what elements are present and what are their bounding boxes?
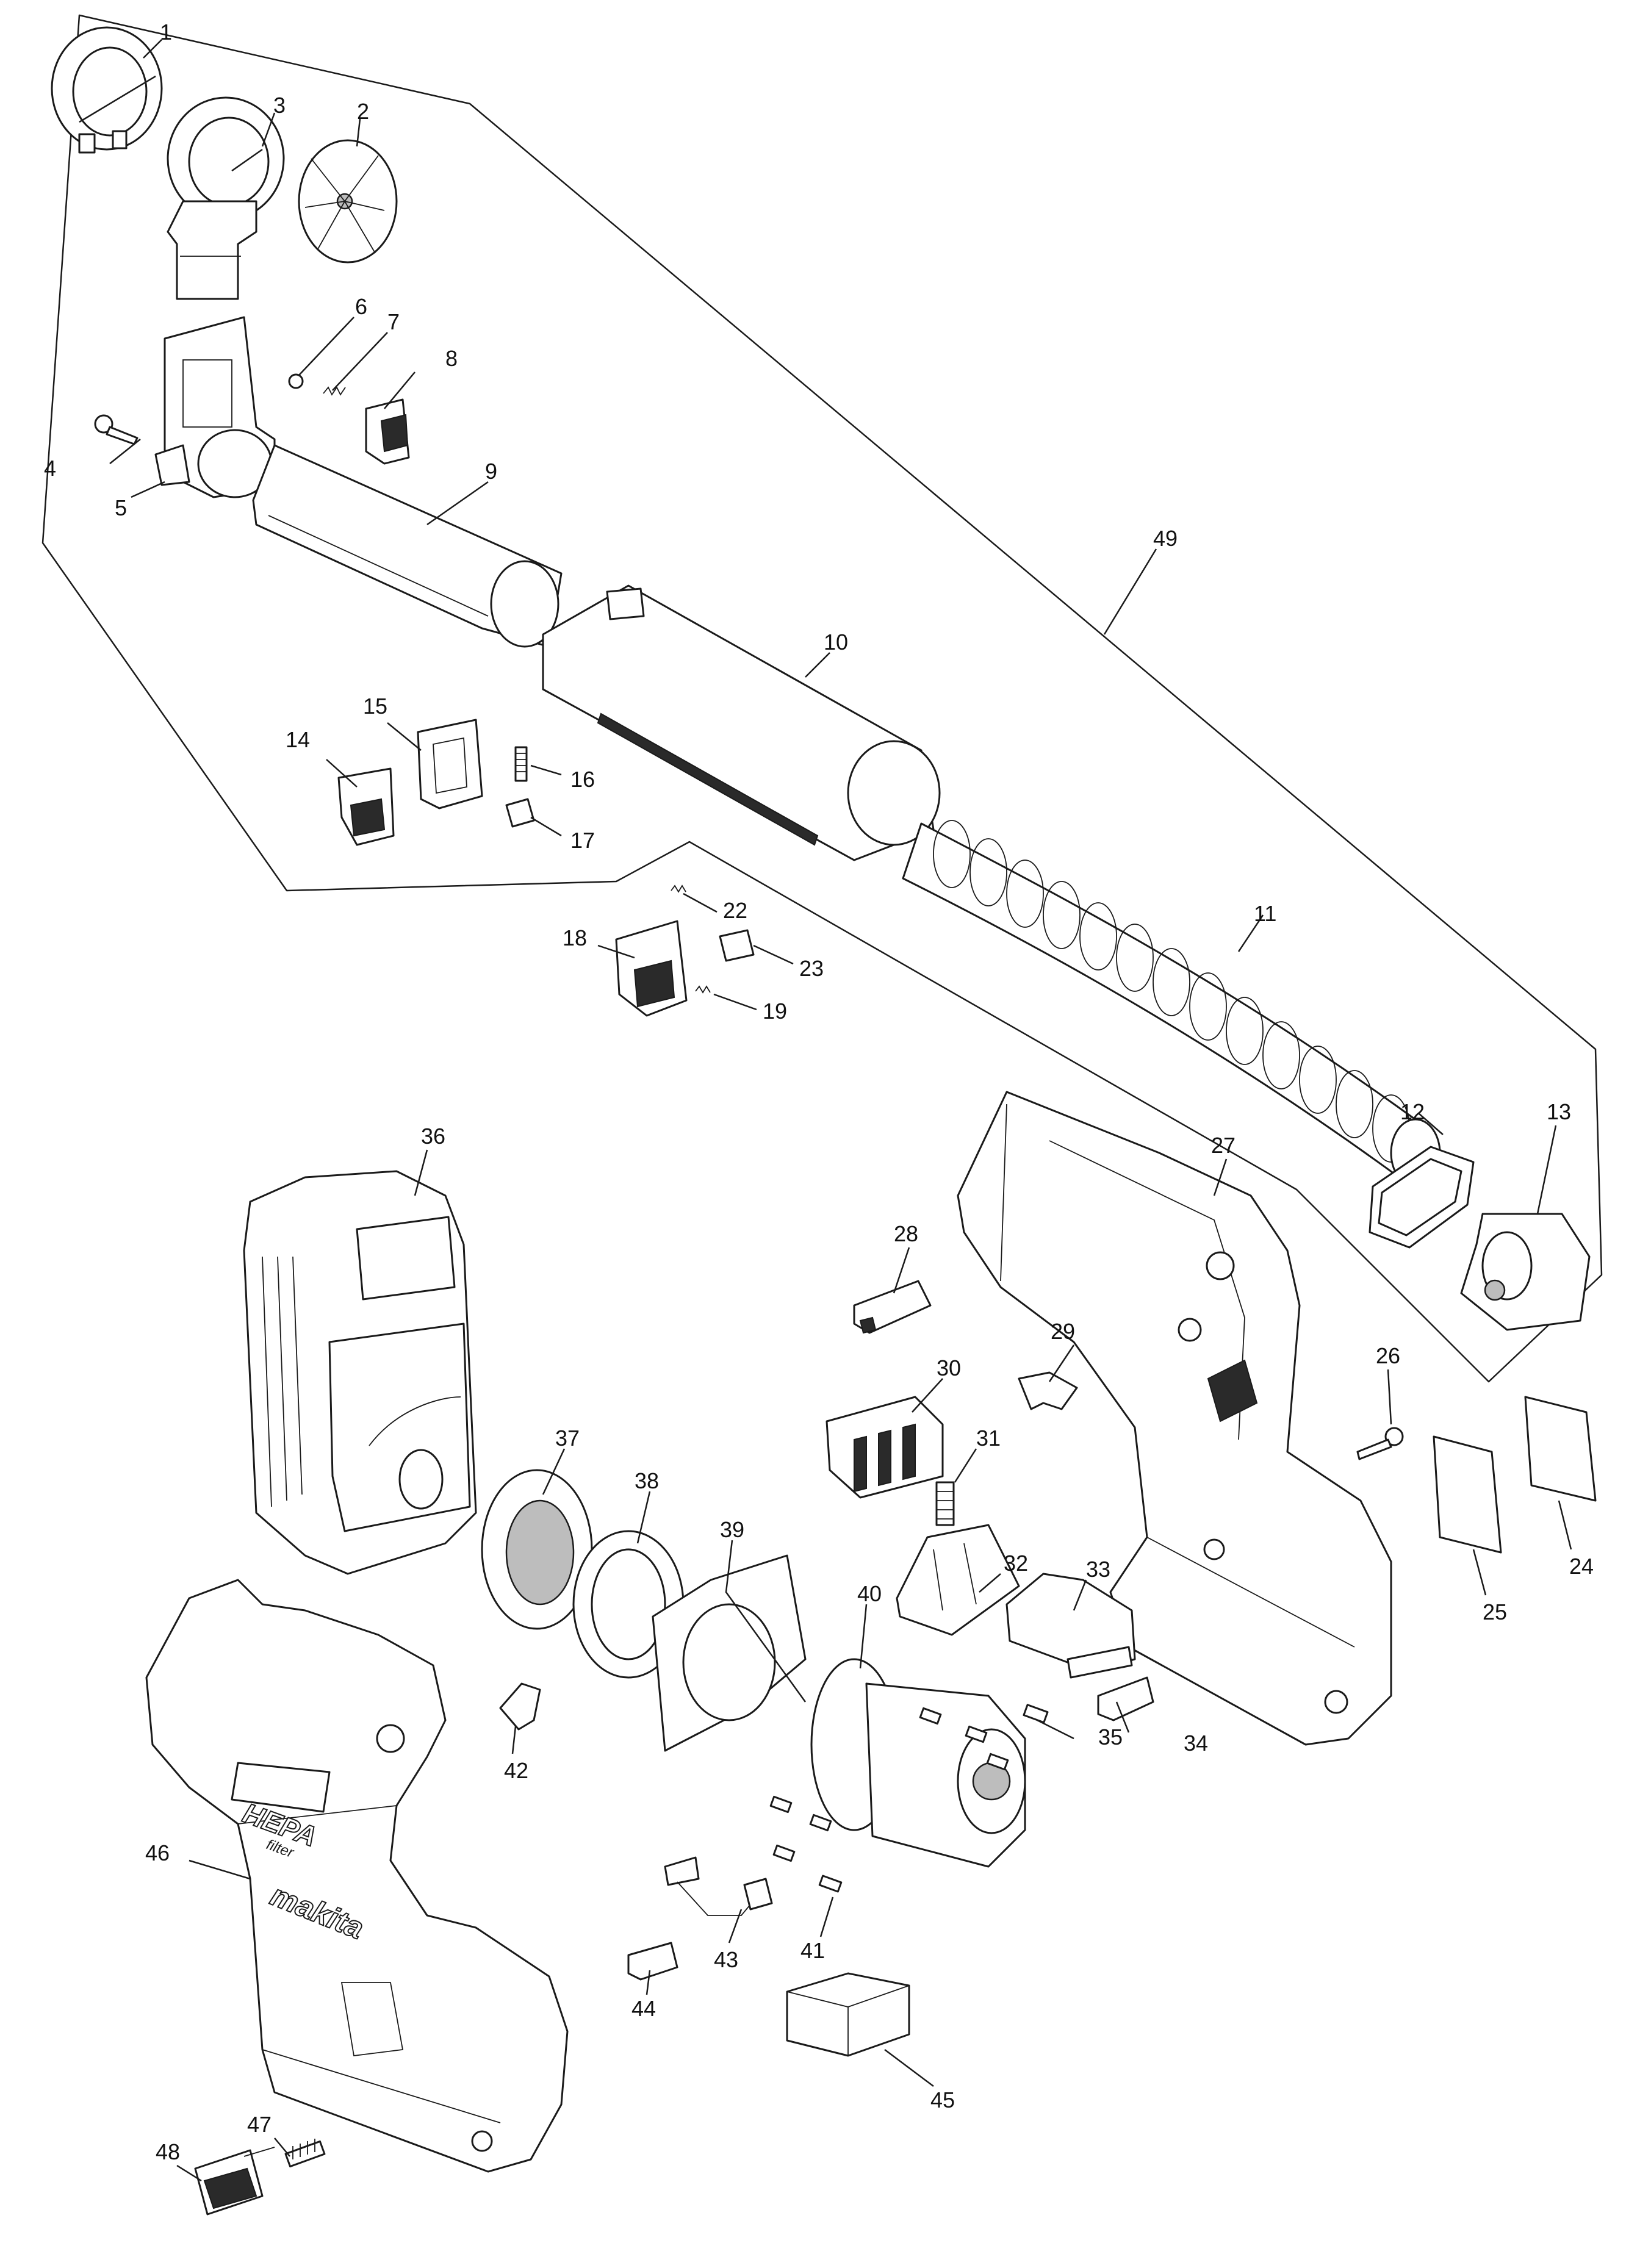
leader-lines	[79, 39, 1572, 2182]
label-part-25: 25	[1483, 1599, 1507, 1624]
label-part-34: 34	[1184, 1731, 1208, 1756]
label-part-44: 44	[631, 1996, 656, 2021]
label-part-39: 39	[720, 1517, 744, 1542]
part-36-dust-box	[243, 1170, 477, 1575]
label-part-37: 37	[555, 1426, 580, 1451]
label-part-27: 27	[1211, 1133, 1236, 1158]
part-35-brush	[1023, 1704, 1049, 1724]
label-part-16: 16	[570, 767, 595, 792]
part-8-button	[365, 398, 410, 465]
part-47-spring	[284, 2139, 326, 2168]
label-part-14: 14	[286, 727, 310, 752]
label-part-49: 49	[1153, 526, 1178, 551]
part-31-spring	[935, 1481, 955, 1526]
label-part-29: 29	[1051, 1319, 1075, 1344]
label-part-13: 13	[1547, 1099, 1571, 1124]
part-45-block	[786, 1972, 910, 2057]
pin-set	[769, 1707, 1009, 1862]
label-part-22: 22	[723, 898, 747, 923]
part-3-nozzle	[167, 96, 285, 300]
label-part-23: 23	[799, 956, 824, 981]
label-part-1: 1	[160, 20, 172, 45]
part-15-holder	[417, 719, 483, 809]
part-46-main-housing	[145, 1579, 569, 2173]
label-part-48: 48	[156, 2139, 180, 2164]
part-32-bracket	[896, 1524, 1020, 1636]
label-part-17: 17	[570, 828, 595, 853]
assembly-group-outline-upper	[41, 14, 1603, 1383]
part-16-spring	[514, 746, 528, 782]
part-42-lever	[499, 1682, 541, 1731]
part-43-wire	[664, 1856, 773, 1916]
label-part-4: 4	[44, 456, 56, 481]
label-part-33: 33	[1086, 1557, 1110, 1582]
label-part-5: 5	[115, 495, 127, 520]
label-part-19: 19	[763, 999, 787, 1024]
label-part-10: 10	[824, 630, 848, 655]
part-40-motor	[810, 1658, 1026, 1868]
part-37-filter	[481, 1469, 593, 1630]
label-part-43: 43	[714, 1947, 738, 1972]
label-part-36: 36	[421, 1124, 445, 1149]
part-26-screw	[1356, 1427, 1404, 1460]
part-number-labels: 1 2 3 4 5 6 7 8 9 10 11 12 13 14 15 16 1…	[44, 20, 1594, 2164]
part-1-ring	[51, 26, 163, 154]
part-10-tube	[542, 584, 941, 861]
part-39-filter-housing	[652, 1554, 807, 1752]
label-part-15: 15	[363, 694, 387, 719]
part-12-gasket	[1369, 1146, 1475, 1249]
label-part-32: 32	[1004, 1551, 1028, 1576]
part-22-spring	[671, 885, 686, 893]
label-part-42: 42	[504, 1758, 528, 1783]
part-6-ball	[288, 373, 304, 389]
part-29-lever	[1018, 1371, 1078, 1410]
part-48-latch	[194, 2147, 275, 2216]
part-5-nozzle-body	[154, 316, 276, 498]
label-part-38: 38	[635, 1468, 659, 1493]
label-part-8: 8	[445, 346, 458, 371]
part-9-half-tube	[252, 444, 563, 648]
label-part-28: 28	[894, 1221, 918, 1246]
part-33-clamp	[1005, 1573, 1136, 1679]
label-part-24: 24	[1569, 1554, 1594, 1579]
label-part-11: 11	[1254, 901, 1276, 926]
label-part-35: 35	[1098, 1724, 1123, 1749]
part-27-frame-housing	[957, 1091, 1392, 1746]
part-13-end-cap	[1460, 1213, 1591, 1331]
part-30-terminal-block	[826, 1396, 944, 1499]
label-part-41: 41	[800, 1938, 825, 1963]
label-part-31: 31	[976, 1426, 1001, 1451]
label-part-46: 46	[145, 1840, 170, 1865]
part-11-hose	[902, 820, 1441, 1188]
part-14-latch	[337, 767, 395, 846]
part-28-slider	[853, 1280, 932, 1334]
label-part-47: 47	[247, 2112, 272, 2137]
label-part-12: 12	[1400, 1099, 1425, 1124]
part-18-lock-button	[615, 920, 688, 1017]
part-34-plate	[1097, 1676, 1154, 1721]
part-41-pin	[818, 1875, 843, 1893]
part-17-clip	[505, 798, 535, 828]
label-part-9: 9	[485, 459, 497, 484]
label-part-30: 30	[937, 1355, 961, 1380]
part-7-spring	[323, 386, 346, 396]
label-part-6: 6	[355, 294, 367, 319]
label-part-2: 2	[357, 99, 369, 124]
label-part-18: 18	[563, 925, 587, 950]
label-part-7: 7	[387, 309, 400, 334]
label-part-3: 3	[273, 93, 286, 118]
part-24-sheet	[1524, 1396, 1597, 1502]
label-part-45: 45	[930, 2087, 955, 2112]
part-19-spring	[695, 985, 711, 994]
label-part-40: 40	[857, 1581, 882, 1606]
part-23-stopper	[719, 929, 755, 962]
part-25-sheet	[1433, 1435, 1502, 1554]
part-2-disk	[298, 139, 398, 264]
label-part-26: 26	[1376, 1343, 1400, 1368]
part-44-plate	[627, 1942, 678, 1981]
part-4-screw	[94, 414, 138, 445]
